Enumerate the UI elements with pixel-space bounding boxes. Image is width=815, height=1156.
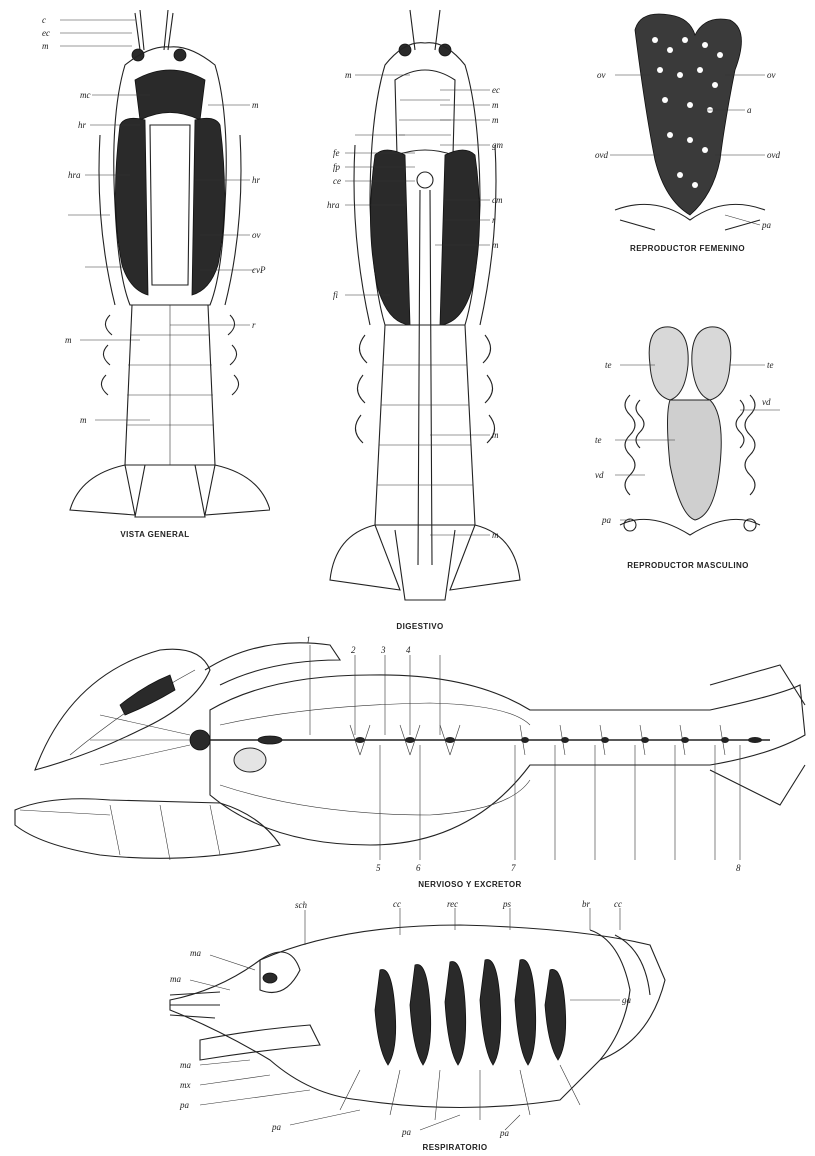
- label-ps: ps: [502, 900, 512, 909]
- label-m4: m: [492, 240, 499, 250]
- label-c: c: [42, 15, 46, 25]
- label-te2: te: [767, 360, 774, 370]
- label-6: 6: [416, 863, 421, 873]
- respiratorio-panel: sch cc rec ps br cc ma ma ma mx pa pa pa…: [160, 900, 670, 1140]
- label-vd: vd: [762, 397, 771, 407]
- label-m3: m: [65, 335, 72, 345]
- label-cvp: cvP: [252, 265, 266, 275]
- label-2: 2: [351, 645, 356, 655]
- label-hra: hra: [68, 170, 81, 180]
- label-ovd2: ovd: [767, 150, 780, 160]
- label-fi: fi: [333, 290, 339, 300]
- label-fp: fp: [333, 162, 341, 172]
- label-m: m: [345, 70, 352, 80]
- label-3: 3: [380, 645, 386, 655]
- label-5: 5: [376, 863, 381, 873]
- crayfish-respiratory-drawing: sch cc rec ps br cc ma ma ma mx pa pa pa…: [160, 900, 670, 1140]
- caption-vista-general: VISTA GENERAL: [100, 530, 210, 539]
- label-8: 8: [736, 863, 741, 873]
- label-vd2: vd: [595, 470, 604, 480]
- label-hr: hr: [78, 120, 87, 130]
- label-r: r: [252, 320, 256, 330]
- label-hra: hra: [327, 200, 340, 210]
- label-m2: m: [492, 100, 499, 110]
- label-ovd: ovd: [595, 150, 608, 160]
- label-m4: m: [80, 415, 87, 425]
- label-br: br: [582, 900, 591, 909]
- label-ov: ov: [252, 230, 261, 240]
- digestivo-panel: m ec m m gm fe fp ce hra cm r fi m m m: [315, 5, 535, 615]
- label-ga: ga: [622, 995, 632, 1005]
- label-4: 4: [406, 645, 411, 655]
- label-pa: pa: [761, 220, 772, 230]
- label-te: te: [605, 360, 612, 370]
- label-hr2: hr: [252, 175, 261, 185]
- label-rec: rec: [447, 900, 458, 909]
- label-7: 7: [511, 863, 516, 873]
- label-r: r: [492, 215, 496, 225]
- label-cm: cm: [492, 195, 503, 205]
- label-ma3: ma: [180, 1060, 191, 1070]
- label-a: a: [747, 105, 752, 115]
- vista-general-panel: c ec m mc m hr hra hr ov cvP r m m: [40, 5, 270, 525]
- label-pa: pa: [179, 1100, 190, 1110]
- crayfish-digestive-drawing: m ec m m gm fe fp ce hra cm r fi m m m: [315, 5, 535, 615]
- label-m6: m: [492, 530, 499, 540]
- label-pa4: pa: [499, 1128, 510, 1138]
- reproductor-femenino-panel: ov ov a ovd ovd pa: [595, 10, 785, 240]
- label-m2: m: [252, 100, 259, 110]
- label-cc2: cc: [614, 900, 622, 909]
- crayfish-nervous-drawing: 1 2 3 4 5 6 7 8: [10, 615, 810, 875]
- label-mc: mc: [80, 90, 91, 100]
- label-ma2: ma: [170, 974, 181, 984]
- label-ec: ec: [42, 28, 50, 38]
- reproductor-masculino-panel: te te vd te vd pa: [590, 315, 790, 555]
- label-mx: mx: [180, 1080, 191, 1090]
- caption-nervioso-excretor: NERVIOSO Y EXCRETOR: [380, 880, 560, 889]
- label-ce: ce: [333, 176, 341, 186]
- label-m5: m: [492, 430, 499, 440]
- label-m: m: [42, 41, 49, 51]
- label-ov: ov: [597, 70, 606, 80]
- crayfish-dorsal-drawing: c ec m mc m hr hra hr ov cvP r m m: [40, 5, 270, 525]
- ovary-drawing: ov ov a ovd ovd pa: [595, 10, 785, 240]
- caption-reproductor-femenino: REPRODUCTOR FEMENINO: [600, 244, 775, 253]
- nervioso-excretor-panel: 1 2 3 4 5 6 7 8: [10, 615, 810, 875]
- label-fe: fe: [333, 148, 340, 158]
- label-pa3: pa: [401, 1127, 412, 1137]
- label-ec: ec: [492, 85, 500, 95]
- label-sch: sch: [295, 900, 307, 910]
- testis-drawing: te te vd te vd pa: [590, 315, 790, 555]
- caption-respiratorio: RESPIRATORIO: [400, 1143, 510, 1152]
- label-te3: te: [595, 435, 602, 445]
- label-pa2: pa: [271, 1122, 282, 1132]
- label-pa: pa: [601, 515, 612, 525]
- label-gm: gm: [492, 140, 504, 150]
- label-ov2: ov: [767, 70, 776, 80]
- caption-reproductor-masculino: REPRODUCTOR MASCULINO: [598, 561, 778, 570]
- label-1: 1: [306, 635, 311, 645]
- label-m3: m: [492, 115, 499, 125]
- label-ma: ma: [190, 948, 201, 958]
- label-cc: cc: [393, 900, 401, 909]
